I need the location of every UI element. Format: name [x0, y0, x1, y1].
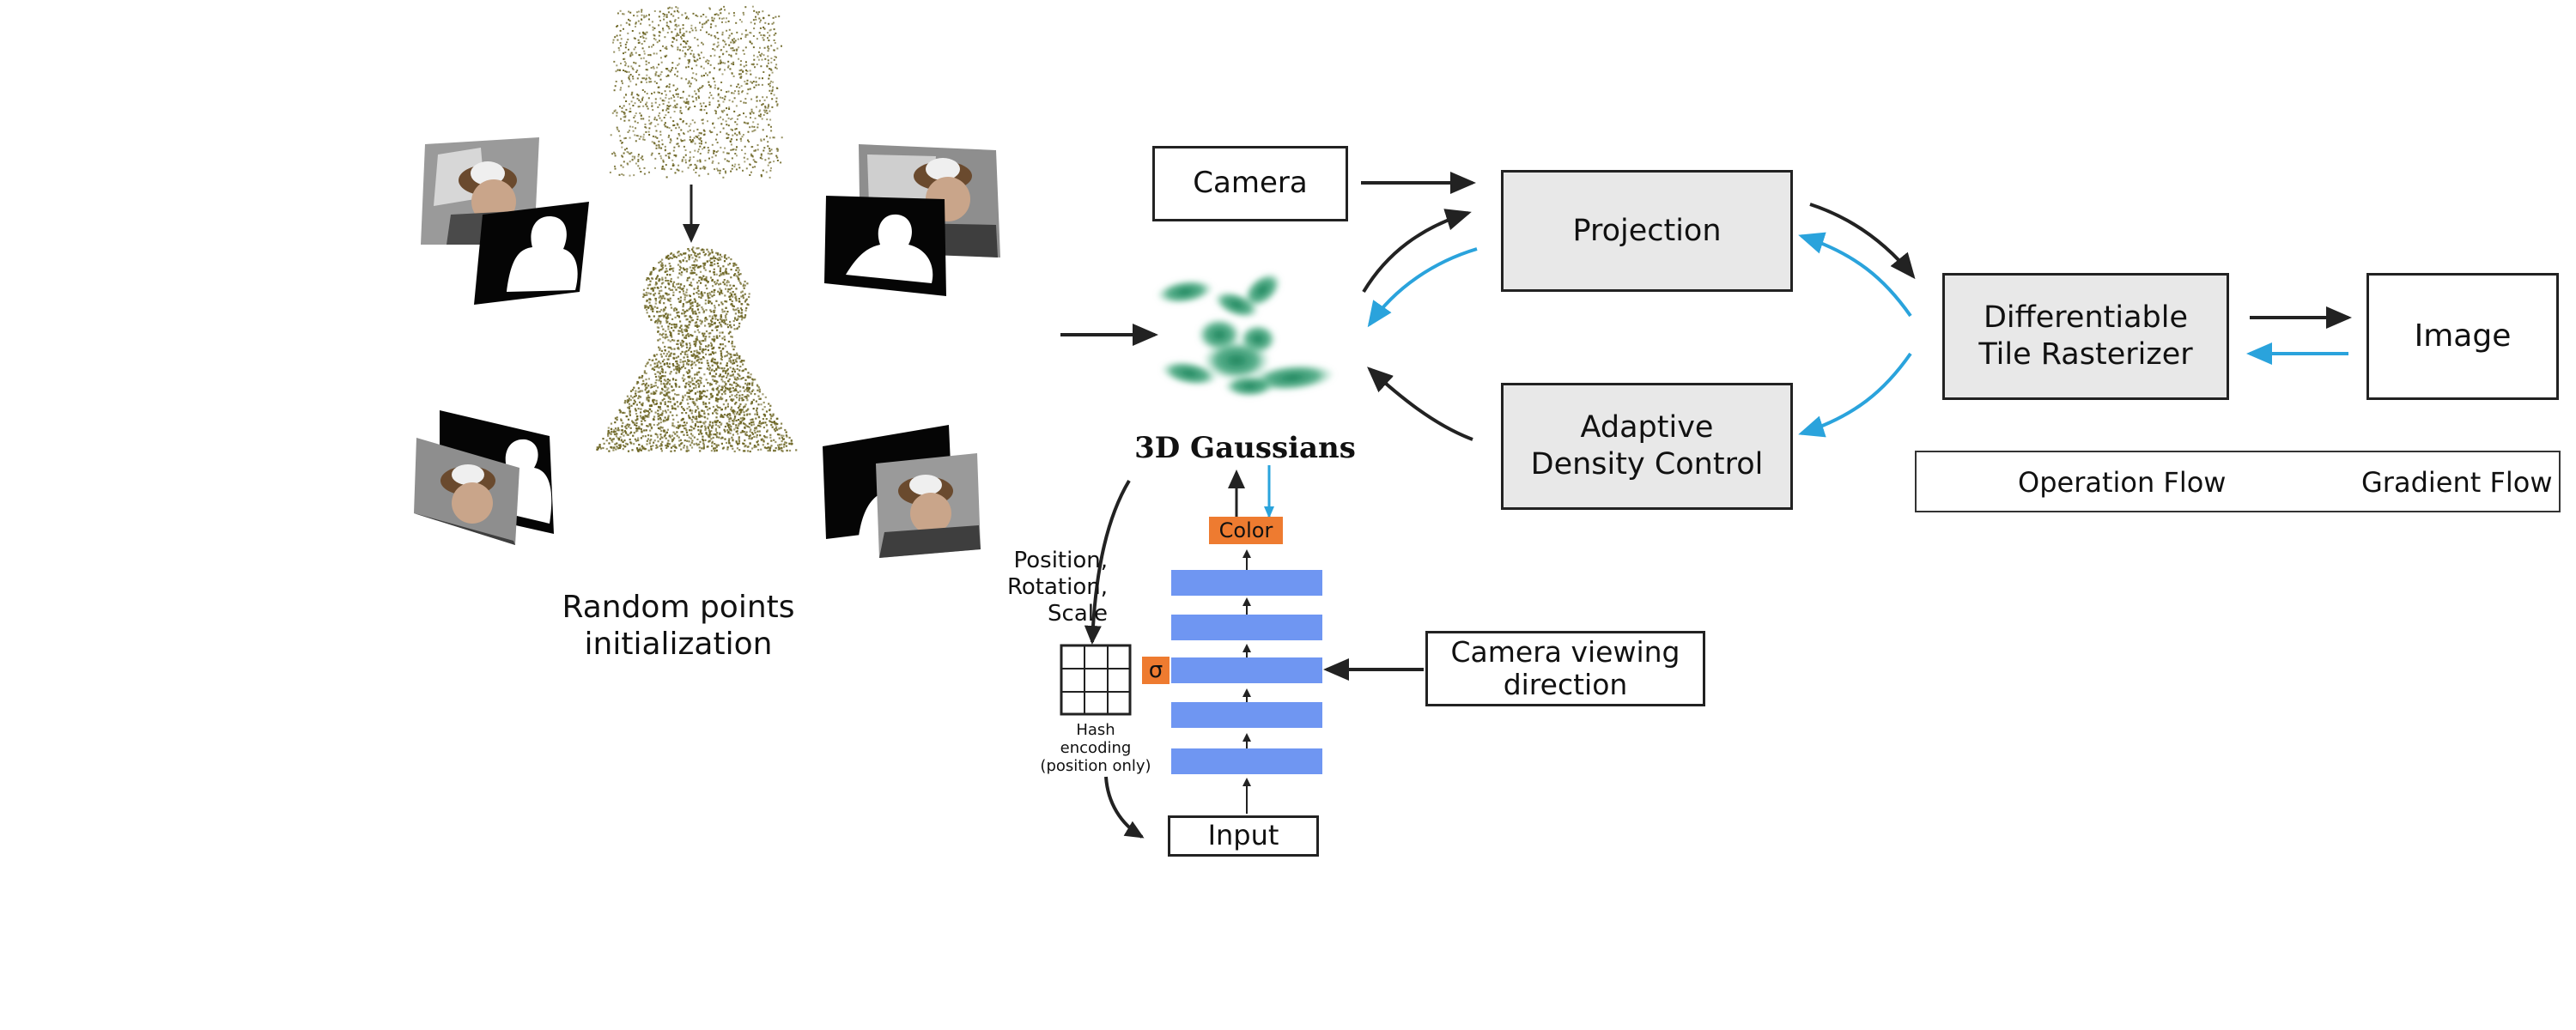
gaussian-blobs-icon	[1156, 272, 1335, 397]
projection-label: Projection	[1572, 213, 1722, 248]
pos-label-line2: Rotation,	[1007, 574, 1108, 601]
pos-label-line1: Position,	[1013, 548, 1109, 573]
initialized-point-cloud-icon	[596, 246, 798, 453]
random-point-cloud-icon	[609, 5, 783, 179]
rasterizer-label-line2: Tile Rasterizer	[1978, 337, 2193, 372]
hash-encoding-label: Hash encoding (position only)	[1027, 721, 1164, 776]
hash-label-line2: encoding	[1060, 739, 1132, 758]
hash-grid-icon	[1060, 644, 1132, 716]
camera-label: Camera	[1193, 166, 1308, 201]
view-dir-line2: direction	[1503, 668, 1628, 701]
color-badge: Color	[1209, 517, 1283, 544]
density-label-line1: Adaptive	[1580, 410, 1714, 445]
mlp-layer-1	[1171, 748, 1322, 774]
mlp-layer-3	[1171, 657, 1322, 683]
projection-to-gaussians-gradient-arrow	[1367, 247, 1478, 328]
camera-photo-bottom-left-icon	[414, 438, 519, 545]
legend-operation-label: Operation Flow	[2018, 466, 2227, 499]
view-direction-box: Camera viewing direction	[1425, 631, 1705, 706]
image-label: Image	[2414, 318, 2512, 354]
hash-label-line3: (position only)	[1040, 757, 1151, 776]
density-to-gaussians-arrow	[1367, 367, 1473, 441]
rasterizer-box: Differentiable Tile Rasterizer	[1942, 273, 2229, 400]
image-box: Image	[2366, 273, 2559, 400]
init-caption: Random points initialization	[515, 589, 841, 663]
projection-box: Projection	[1501, 170, 1793, 292]
view-dir-line1: Camera viewing	[1450, 635, 1680, 670]
density-control-box: Adaptive Density Control	[1501, 383, 1793, 510]
rasterizer-to-density-gradient-arrow	[1798, 352, 1912, 438]
hash-label-line1: Hash	[1076, 721, 1115, 739]
legend: Operation Flow Gradient Flow	[1915, 451, 2561, 512]
silhouette-mask-top-right-icon	[824, 196, 946, 296]
density-label-line2: Density Control	[1530, 447, 1764, 482]
gaussians-label: 3D Gaussians	[1134, 431, 1356, 465]
input-label: Input	[1207, 819, 1279, 852]
position-rotation-scale-label: Position, Rotation, Scale	[970, 548, 1108, 628]
pos-label-line3: Scale	[1048, 601, 1108, 627]
camera-photo-bottom-right-icon	[876, 453, 981, 558]
legend-gradient-label: Gradient Flow	[2361, 466, 2553, 499]
mlp-layer-4	[1171, 615, 1322, 640]
camera-box: Camera	[1152, 146, 1348, 221]
rasterizer-label-line1: Differentiable	[1983, 300, 2189, 336]
init-caption-line1: Random points	[562, 590, 795, 625]
silhouette-mask-top-left-icon	[474, 202, 589, 305]
gaussians-to-projection-arrow	[1362, 209, 1472, 294]
gaussians-to-hash-arrow	[1084, 479, 1131, 645]
projection-to-rasterizer-arrow	[1809, 203, 1916, 280]
init-caption-line2: initialization	[584, 627, 773, 663]
hash-to-input-arrow	[1104, 776, 1145, 839]
sigma-badge: σ	[1142, 657, 1170, 684]
mlp-layer-2	[1171, 702, 1322, 728]
input-box: Input	[1168, 815, 1319, 857]
mlp-layer-5	[1171, 570, 1322, 596]
rasterizer-to-projection-gradient-arrow	[1798, 232, 1912, 318]
